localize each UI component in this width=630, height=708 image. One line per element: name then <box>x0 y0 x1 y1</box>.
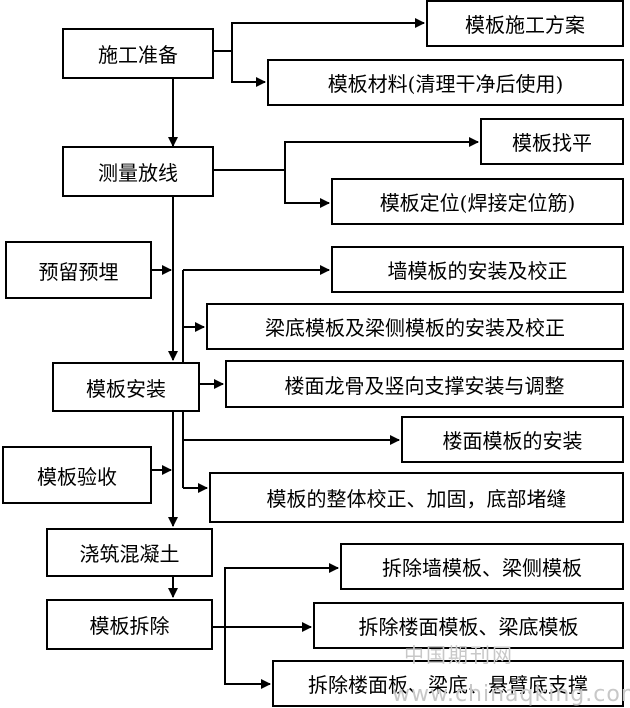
step-pour-label: 浇筑混凝土 <box>79 542 180 566</box>
step-embed-box: 预留预埋 <box>5 241 152 299</box>
detail-position-box: 模板定位(焊接定位筋) <box>331 178 624 225</box>
step-preparation-label: 施工准备 <box>98 43 178 67</box>
detail-position-label: 模板定位(焊接定位筋) <box>379 191 576 215</box>
watermark-cn: 中国期刊网 <box>404 643 514 667</box>
arrow-to-position <box>284 170 330 208</box>
detail-remove-floor-box: 拆除楼面模板、梁底模板 <box>313 602 624 649</box>
detail-material-box: 模板材料(清理干净后使用) <box>267 59 624 106</box>
step-survey-label: 测量放线 <box>98 161 178 185</box>
detail-plan-box: 模板施工方案 <box>426 0 624 47</box>
detail-remove-support-label: 拆除楼面板、梁底、悬臂底支撑 <box>308 673 588 697</box>
detail-remove-floor-label: 拆除楼面模板、梁底模板 <box>358 615 579 639</box>
detail-material-label: 模板材料(清理干净后使用) <box>327 72 564 96</box>
detail-beam-label: 梁底模板及梁侧模板的安装及校正 <box>265 316 565 340</box>
step-removal-box: 模板拆除 <box>46 599 213 650</box>
step-removal-label: 模板拆除 <box>89 614 170 638</box>
arrow-to-level <box>213 137 479 171</box>
watermark-url: www.chinaqking.com <box>392 682 630 707</box>
detail-wall-box: 墙模板的安装及校正 <box>331 246 624 293</box>
detail-whole-label: 模板的整体校正、加固，底部堵缝 <box>266 487 567 511</box>
detail-joist-box: 楼面龙骨及竖向支撑安装与调整 <box>225 360 624 408</box>
detail-remove-support-box: 拆除楼面板、梁底、悬臂底支撑 <box>272 660 624 707</box>
arrow-to-rm-support <box>224 627 271 689</box>
detail-level-label: 模板找平 <box>512 131 592 155</box>
detail-whole-box: 模板的整体校正、加固，底部堵缝 <box>209 472 624 523</box>
step-install-label: 模板安装 <box>86 376 166 401</box>
step-survey-box: 测量放线 <box>62 146 214 197</box>
step-install-box: 模板安装 <box>52 362 200 412</box>
step-acceptance-box: 模板验收 <box>2 446 152 504</box>
detail-beam-box: 梁底模板及梁侧模板的安装及校正 <box>206 303 624 350</box>
detail-floor-box: 楼面模板的安装 <box>401 416 624 463</box>
detail-remove-wall-box: 拆除墙模板、梁侧模板 <box>340 543 624 590</box>
detail-wall-label: 墙模板的安装及校正 <box>387 259 568 283</box>
detail-plan-label: 模板施工方案 <box>465 13 585 37</box>
arrow-to-plan <box>213 18 425 52</box>
step-acceptance-label: 模板验收 <box>37 464 117 489</box>
step-pour-box: 浇筑混凝土 <box>46 528 213 577</box>
detail-joist-label: 楼面龙骨及竖向支撑安装与调整 <box>284 373 565 398</box>
detail-floor-label: 楼面模板的安装 <box>442 429 583 453</box>
detail-level-box: 模板找平 <box>480 118 624 165</box>
step-embed-label: 预留预埋 <box>38 259 119 284</box>
arrow-to-material <box>231 51 266 87</box>
step-preparation-box: 施工准备 <box>62 28 214 79</box>
detail-remove-wall-label: 拆除墙模板、梁侧模板 <box>382 556 582 580</box>
